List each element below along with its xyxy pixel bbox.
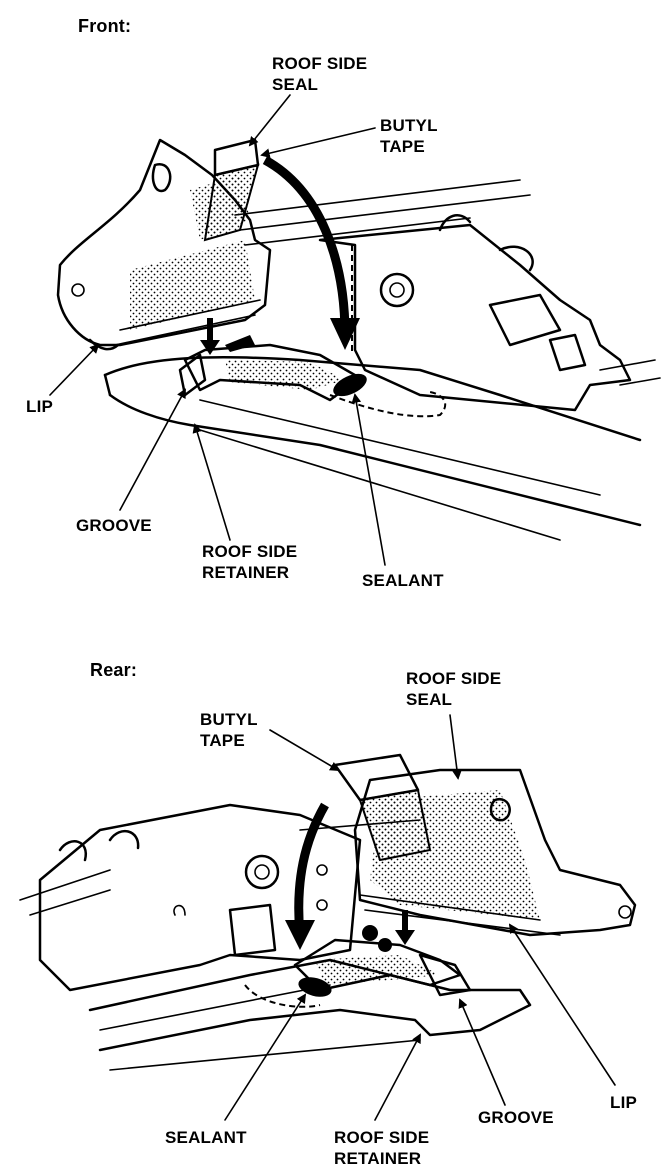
rear-sealant-label: SEALANT (165, 1128, 247, 1147)
front-retainer-rail (103, 245, 642, 541)
front-butyl-tape-label: BUTYL TAPE (380, 116, 438, 156)
front-roof-side-seal-label: ROOF SIDE SEAL (272, 54, 368, 94)
rear-roof-side-seal-label: ROOF SIDE SEAL (406, 669, 502, 709)
rear-lip-label: LIP (610, 1093, 638, 1112)
rear-butyl-tape (333, 753, 432, 862)
front-butyl-tape (203, 138, 260, 242)
front-lip-label: LIP (26, 397, 54, 416)
rear-retainer-channel (293, 925, 472, 997)
rear-butyl-tape-label: BUTYL TAPE (200, 710, 258, 750)
rear-install-arrow (294, 802, 329, 936)
front-roof-side-retainer-label: ROOF SIDE RETAINER (202, 542, 298, 582)
front-sealant-bead (333, 373, 367, 397)
front-view (49, 94, 661, 566)
front-body-structure (234, 179, 661, 412)
front-install-arrow (262, 156, 350, 336)
front-leaders (49, 94, 386, 566)
front-retainer-channel (178, 335, 367, 402)
rear-roof-side-retainer-label: ROOF SIDE RETAINER (334, 1128, 430, 1168)
rear-groove-label: GROOVE (478, 1108, 554, 1127)
rear-leaders (224, 714, 616, 1121)
rear-body-structure (19, 803, 421, 992)
front-sealant-label: SEALANT (362, 571, 444, 590)
rear-view (19, 714, 637, 1121)
front-groove-label: GROOVE (76, 516, 152, 535)
rear-heading: Rear: (90, 660, 138, 680)
front-heading: Front: (78, 16, 132, 36)
rear-sealant-bead (298, 977, 332, 997)
rear-retainer-rail (88, 958, 532, 1071)
